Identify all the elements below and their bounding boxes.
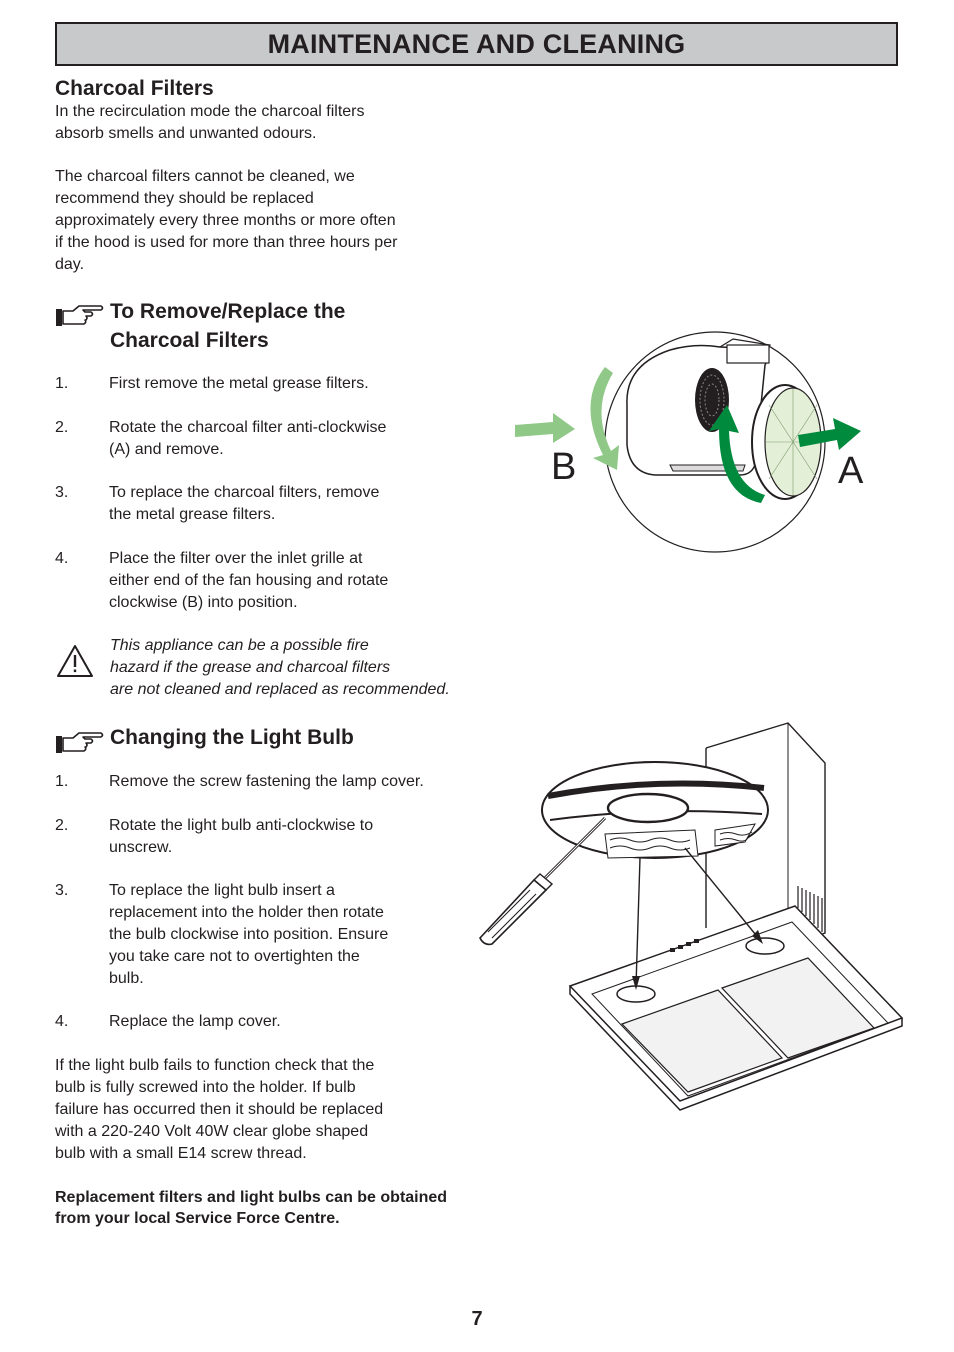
heading-line: Charcoal Filters	[110, 329, 269, 352]
text-line: unscrew.	[109, 839, 173, 856]
text-line: Place the filter over the inlet grille a…	[109, 550, 363, 567]
step-number: 2.	[55, 817, 69, 834]
charcoal-filters-heading: Charcoal Filters	[55, 77, 214, 100]
text-line: the bulb clockwise into position. Ensure	[109, 926, 389, 943]
text-line: In the recirculation mode the charcoal f…	[55, 103, 365, 120]
text-line: you take care not to overtighten the	[109, 948, 360, 965]
text-line: are not cleaned and replaced as recommen…	[110, 681, 450, 698]
warning-triangle-icon	[57, 645, 93, 677]
text-line: clockwise (B) into position.	[109, 594, 298, 611]
step-number: 1.	[55, 773, 69, 790]
service-force-note: Replacement filters and light bulbs can …	[55, 1187, 485, 1229]
page-title: MAINTENANCE AND CLEANING	[267, 28, 686, 59]
text-line: bulb is fully screwed into the holder. I…	[55, 1079, 356, 1096]
clockwise-arrow-b	[590, 367, 619, 470]
text-line: day.	[55, 256, 85, 273]
remove-arrow	[798, 418, 861, 450]
lamp-cover-right	[745, 937, 785, 955]
text-line: The charcoal filters cannot be cleaned, …	[55, 168, 355, 185]
text-line: (A) and remove.	[109, 441, 224, 458]
text-line: replacement into the holder then rotate	[109, 904, 384, 921]
grease-filter-right	[720, 957, 876, 1059]
section-title-bar: MAINTENANCE AND CLEANING	[55, 22, 898, 66]
step-number: 4.	[55, 1013, 69, 1030]
step-number: 4.	[55, 550, 69, 567]
text-line: with a 220-240 Volt 40W clear globe shap…	[55, 1123, 369, 1140]
pointer-line	[684, 847, 761, 941]
pointer-line	[635, 857, 641, 987]
charcoal-filter-diagram: B A	[515, 331, 864, 553]
text-line: either end of the fan housing and rotate	[109, 572, 389, 589]
lamp-cover-zoom	[606, 792, 690, 824]
text-line: First remove the metal grease filters.	[109, 375, 369, 392]
step-number: 3.	[55, 882, 69, 899]
insert-arrow	[515, 413, 575, 443]
step-number: 3.	[55, 484, 69, 501]
text-line: Rotate the light bulb anti-clockwise to	[109, 817, 374, 834]
text-line: absorb smells and unwanted odours.	[55, 125, 317, 142]
text-line: To replace the charcoal filters, remove	[109, 484, 380, 501]
remove-replace-heading: To Remove/Replace the Charcoal Filters	[110, 297, 345, 355]
motor-bracket	[726, 344, 770, 364]
text-line: Replace the lamp cover.	[109, 1013, 281, 1030]
pointing-hand-icon	[56, 732, 104, 753]
bulb-failure-note: If the light bulb fails to function chec…	[55, 1055, 455, 1165]
page-number: 7	[471, 1308, 483, 1330]
step-number: 2.	[55, 419, 69, 436]
text-line: This appliance can be a possible fire	[110, 637, 369, 654]
text-line: bulb.	[109, 970, 144, 987]
screwdriver-icon	[479, 816, 607, 946]
text-line: recommend they should be replaced	[55, 190, 314, 207]
charcoal-replace-text: The charcoal filters cannot be cleaned, …	[55, 166, 455, 276]
pointing-hand-icon	[56, 305, 104, 326]
step-number: 1.	[55, 375, 69, 392]
label-a: A	[838, 450, 864, 492]
heading-line: To Remove/Replace the	[110, 300, 346, 323]
fire-hazard-warning: This appliance can be a possible fire ha…	[110, 635, 470, 701]
text-line: if the hood is used for more than three …	[55, 234, 398, 251]
light-bulb-diagram	[479, 722, 904, 1111]
text-line: hazard if the grease and charcoal filter…	[110, 659, 391, 676]
text-line: failure has occurred then it should be r…	[55, 1101, 384, 1118]
text-line: approximately every three months or more…	[55, 212, 396, 229]
text-line: Remove the screw fastening the lamp cove…	[109, 773, 424, 790]
grease-filter-left	[620, 989, 784, 1093]
label-b: B	[551, 446, 576, 488]
light-bulb-heading: Changing the Light Bulb	[110, 726, 354, 749]
charcoal-intro: In the recirculation mode the charcoal f…	[55, 101, 455, 145]
text-line: bulb with a small E14 screw thread.	[55, 1145, 307, 1162]
text-line: To replace the light bulb insert a	[109, 882, 335, 899]
text-line: from your local Service Force Centre.	[55, 1210, 340, 1227]
text-line: If the light bulb fails to function chec…	[55, 1057, 375, 1074]
text-line: the metal grease filters.	[109, 506, 276, 523]
text-line: Replacement filters and light bulbs can …	[55, 1189, 448, 1206]
text-line: Rotate the charcoal filter anti-clockwis…	[109, 419, 387, 436]
anticlockwise-arrow-a	[709, 405, 765, 503]
